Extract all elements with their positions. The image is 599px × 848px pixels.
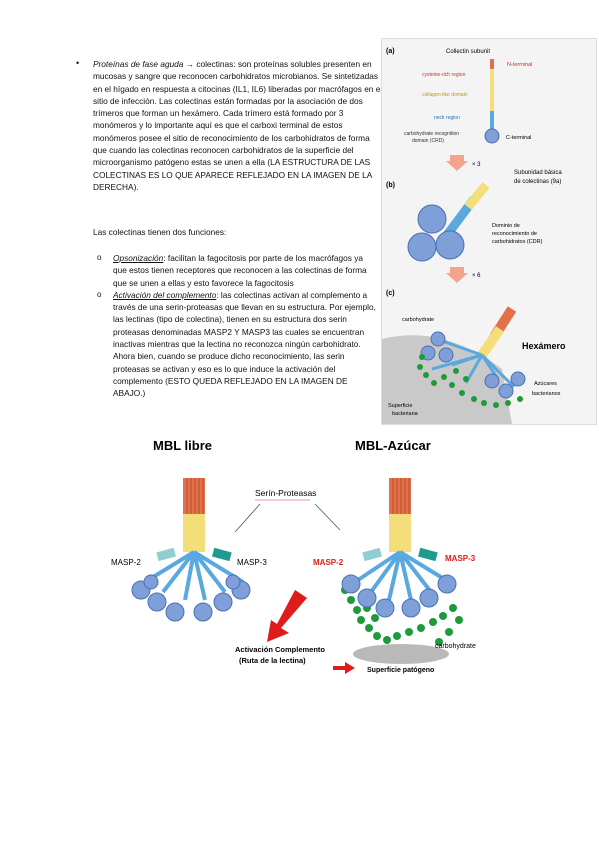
arrow-x6 — [446, 267, 468, 283]
sub-item-complemento: o Activación del complemento: las colect… — [97, 289, 379, 400]
domain-label-1: Dominio de — [492, 223, 520, 229]
masp3-left-label: MASP-3 — [237, 558, 267, 567]
crd-label-2: domain (CRD) — [412, 138, 444, 144]
superficie-patogeno-label: Superficie patógeno — [367, 667, 434, 674]
x3-label: × 3 — [472, 162, 481, 168]
pointer-left — [234, 503, 261, 533]
masp2-right-label: MASP-2 — [313, 558, 344, 567]
mbl-azucar-title: MBL-Azúcar — [355, 438, 431, 453]
left-globes — [131, 574, 251, 622]
bacterial-sugars — [417, 354, 523, 408]
mbl-libre-title: MBL libre — [153, 438, 212, 453]
label-c: (c) — [386, 290, 395, 297]
neck-label: neck region — [434, 115, 460, 121]
label-a: (a) — [386, 48, 395, 55]
hexamer-collagen — [477, 326, 505, 358]
mbl-azucar-molecule: MASP-2 MASP-3 carbohydrate Superficie pa… — [313, 478, 476, 674]
trimer-globe-1 — [417, 204, 447, 234]
left-cys-stripes — [186, 478, 204, 514]
arrow-x3 — [446, 155, 468, 171]
collectin-structure-figure: (a) Collectin subunit N-terminal cystein… — [381, 38, 597, 425]
hexamero-label: Hexámero — [522, 341, 566, 351]
activacion-label-1: Activación Complemento — [235, 645, 325, 654]
superficie-label-2: bacteriana — [392, 411, 419, 417]
paragraph-colectinas: Proteínas de fase aguda → colectinas: so… — [93, 58, 383, 193]
surface-arrow — [333, 662, 355, 674]
domain-label-2: reconocimiento de — [492, 231, 537, 237]
right-cys-stripes — [392, 478, 410, 514]
right-collagen-block — [389, 514, 411, 552]
para1-rest: colectinas: son proteínas solubles prese… — [93, 59, 383, 192]
left-arms — [143, 550, 245, 601]
mbl-figure: MBL libre MBL-Azúcar Serín-Proteasas MAS… — [111, 438, 476, 674]
right-masp3 — [418, 547, 438, 562]
para1-lead: Proteínas de fase aguda → — [93, 59, 195, 69]
pathogen-surface — [353, 644, 449, 664]
circle-bullet: o — [97, 253, 102, 262]
left-collagen-block — [183, 514, 205, 552]
left-cys-block — [183, 478, 205, 514]
bullet-dot: • — [76, 58, 80, 68]
right-masp2 — [362, 547, 382, 562]
collagen-label: collagen-like domain — [422, 92, 468, 98]
trimer-globe-3 — [435, 230, 465, 260]
hexamer-globes — [420, 331, 526, 399]
masp3-right-label: MASP-3 — [445, 554, 476, 563]
collectin-subunit-title: Collectin subunit — [446, 49, 490, 55]
right-cys-block — [389, 478, 411, 514]
activacion-label-2: (Ruta de la lectina) — [239, 656, 306, 665]
carbohydrate-bottom-label: carbohydrate — [435, 643, 476, 650]
azucares-label-1: Azúcares — [534, 381, 557, 387]
crd-label-1: carbohydrate recognition — [404, 131, 459, 137]
cys-label: cysteine-rich region — [422, 72, 466, 78]
trimer-globe-2 — [407, 232, 437, 262]
crd-globe — [484, 128, 500, 144]
sub2-text: : las colectinas activan al complemento … — [113, 289, 376, 399]
pointer-right — [314, 503, 341, 531]
masp2-left-label: MASP-2 — [111, 558, 141, 567]
sub1-text: : facilitan la fagocitosis por parte de … — [113, 253, 367, 288]
right-arms — [353, 550, 451, 601]
label-b: (b) — [386, 182, 395, 189]
left-masp2 — [156, 547, 176, 562]
left-masp3 — [212, 547, 232, 562]
domain-label-3: carbohidratos (CDR) — [492, 239, 543, 245]
sub1-title: Opsonización — [113, 253, 164, 263]
azucares-label-2: bacterianos — [532, 391, 561, 397]
carbohydrate-label-top: carbohydrate — [402, 317, 434, 323]
sub-item-opsonizacion: o Opsonización: facilitan la fagocitosis… — [97, 252, 379, 289]
right-globes — [341, 574, 457, 618]
sub2-title: Activación del complemento — [113, 289, 217, 300]
trimer-collagen — [464, 182, 490, 210]
x6-label: × 6 — [472, 273, 481, 279]
collectin-figure-svg: (a) Collectin subunit N-terminal cystein… — [382, 48, 566, 424]
activation-arrow — [267, 590, 307, 642]
subunit-label-1: Subunidad básica — [514, 170, 562, 176]
c-terminal-label: C-terminal — [506, 135, 531, 141]
sub-list: o Opsonización: facilitan la fagocitosis… — [97, 252, 379, 400]
n-terminal-label: N-terminal — [507, 62, 532, 68]
mbl-libre-molecule: MASP-2 MASP-3 — [111, 478, 267, 622]
circle-bullet: o — [97, 289, 102, 299]
serin-proteasas-label: Serín-Proteasas — [255, 488, 316, 498]
paragraph-funciones: Las colectinas tienen dos funciones: — [93, 227, 227, 237]
subunit-label-2: de colectinas (9a) — [514, 179, 561, 185]
superficie-label-1: Superficie — [388, 403, 412, 409]
